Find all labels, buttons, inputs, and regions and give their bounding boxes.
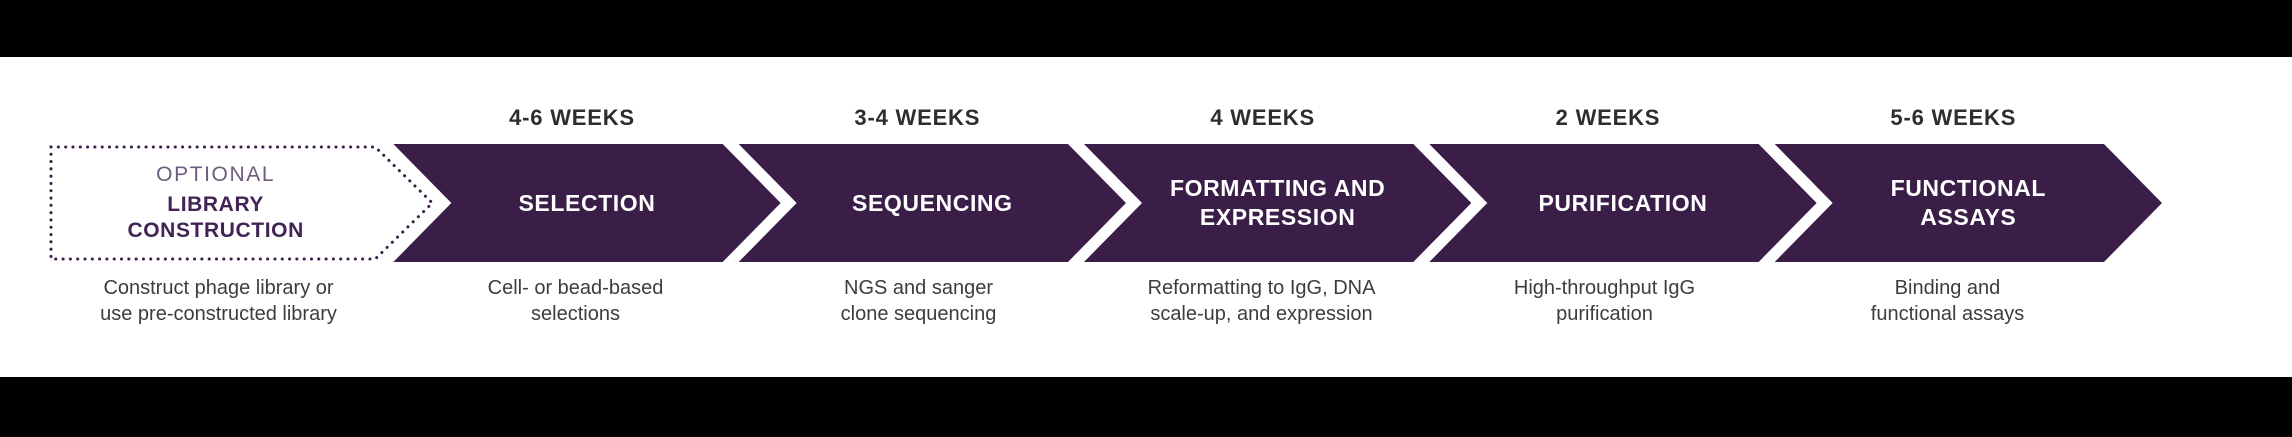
- desc-cell-functional-assays: Binding and functional assays: [1777, 275, 2162, 345]
- optional-stage-text: OPTIONAL LIBRARY CONSTRUCTION: [48, 144, 435, 262]
- description-line: clone sequencing: [840, 303, 997, 325]
- description-line: Cell- or bead-based: [487, 277, 664, 299]
- stage-title: SEQUENCING: [852, 189, 1013, 216]
- arrows-row: OPTIONAL LIBRARY CONSTRUCTION SELECTION …: [48, 144, 2162, 262]
- stage-description: Construct phage library or use pre-const…: [100, 275, 337, 327]
- desc-cell-selection: Cell- or bead-based selections: [405, 275, 790, 345]
- description-line: Reformatting to IgG, DNA: [1147, 277, 1376, 299]
- week-cell-purification: 2 WEEKS: [1429, 95, 1816, 131]
- week-label: 3-4 WEEKS: [854, 105, 981, 130]
- week-label: 4-6 WEEKS: [509, 105, 635, 130]
- stage-arrow-formatting-expression: FORMATTING AND EXPRESSION: [1084, 144, 1471, 262]
- week-label: 4 WEEKS: [1210, 105, 1315, 130]
- description-line: selections: [531, 303, 620, 325]
- week-cell-sequencing: 3-4 WEEKS: [739, 95, 1126, 131]
- stage-title: PURIFICATION: [1538, 189, 1708, 216]
- desc-cell-optional: Construct phage library or use pre-const…: [48, 275, 447, 345]
- description-line: High-throughput IgG: [1513, 277, 1696, 299]
- week-label: 5-6 WEEKS: [1890, 105, 2017, 130]
- optional-title-line: LIBRARY: [167, 192, 265, 216]
- week-cell-formatting: 4 WEEKS: [1084, 95, 1471, 131]
- stage-description: NGS and sanger clone sequencing: [841, 275, 997, 327]
- stage-description: High-throughput IgG purification: [1514, 275, 1695, 327]
- week-spacer-optional: [48, 95, 435, 131]
- stage-description: Reformatting to IgG, DNA scale-up, and e…: [1148, 275, 1376, 327]
- optional-title-line: CONSTRUCTION: [127, 218, 304, 242]
- stage-title-line: EXPRESSION: [1199, 204, 1356, 230]
- desc-cell-formatting: Reformatting to IgG, DNA scale-up, and e…: [1091, 275, 1476, 345]
- stage-title-line: ASSAYS: [1920, 204, 2017, 230]
- description-line: purification: [1556, 303, 1653, 325]
- description-line: functional assays: [1870, 303, 2025, 325]
- dotted-pentagon-outline-icon: [49, 145, 435, 261]
- weeks-row: 4-6 WEEKS 3-4 WEEKS 4 WEEKS 2 WEEKS 5-6 …: [48, 95, 2162, 131]
- optional-kicker-label: OPTIONAL: [156, 162, 276, 186]
- description-line: Construct phage library or: [103, 277, 334, 299]
- stage-optional-library-construction: OPTIONAL LIBRARY CONSTRUCTION: [48, 144, 435, 262]
- stage-arrow-selection: SELECTION: [393, 144, 780, 262]
- descriptions-row: Construct phage library or use pre-const…: [48, 275, 2162, 345]
- description-line: use pre-constructed library: [100, 303, 337, 325]
- description-line: Binding and: [1894, 277, 2001, 299]
- stage-description: Cell- or bead-based selections: [488, 275, 664, 327]
- stage-title: SELECTION: [518, 189, 656, 216]
- stage-description: Binding and functional assays: [1871, 275, 2024, 327]
- stage-arrow-functional-assays: FUNCTIONAL ASSAYS: [1775, 144, 2162, 262]
- stage-title-line: FUNCTIONAL: [1890, 175, 2047, 201]
- week-cell-functional-assays: 5-6 WEEKS: [1775, 95, 2162, 131]
- description-line: NGS and sanger: [844, 277, 993, 299]
- stage-arrow-purification: PURIFICATION: [1429, 144, 1816, 262]
- stage-title-line: FORMATTING AND: [1169, 175, 1386, 201]
- desc-cell-purification: High-throughput IgG purification: [1434, 275, 1819, 345]
- week-label: 2 WEEKS: [1555, 105, 1661, 130]
- week-cell-selection: 4-6 WEEKS: [393, 95, 780, 131]
- stage-arrow-sequencing: SEQUENCING: [739, 144, 1126, 262]
- description-line: scale-up, and expression: [1150, 303, 1373, 325]
- desc-cell-sequencing: NGS and sanger clone sequencing: [748, 275, 1133, 345]
- content-band: 4-6 WEEKS 3-4 WEEKS 4 WEEKS 2 WEEKS 5-6 …: [0, 57, 2292, 377]
